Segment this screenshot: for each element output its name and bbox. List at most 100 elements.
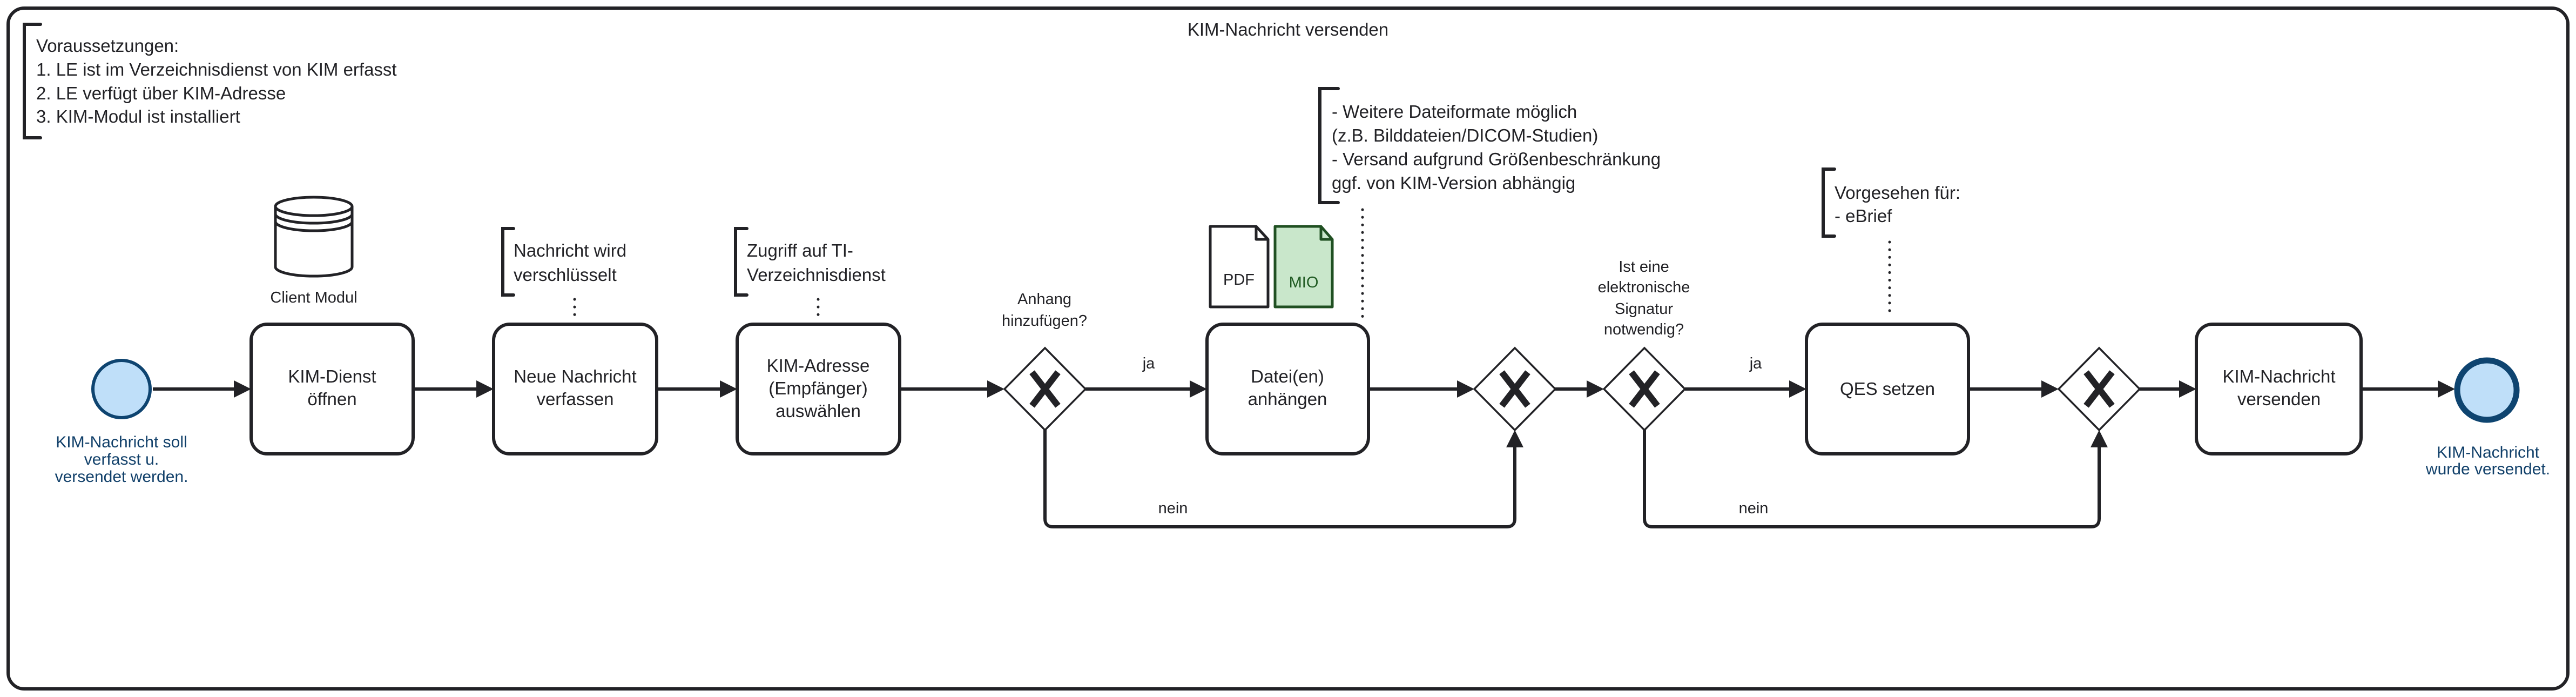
task-label: öffnen — [307, 389, 356, 409]
precondition-item: 2. LE verfügt über KIM-Adresse — [36, 83, 286, 103]
task-label: Datei(en) — [1251, 366, 1324, 386]
gateway-merge-1[interactable] — [1473, 346, 1557, 432]
arrowhead — [476, 380, 494, 398]
exclusive-x-icon — [1629, 370, 1660, 408]
annotation-text: Zugriff auf TI- — [747, 240, 853, 260]
task-label: verfassen — [536, 389, 613, 409]
document-label: MIO — [1289, 274, 1319, 291]
annotation-bracket — [734, 227, 748, 297]
task-label: versenden — [2237, 389, 2321, 409]
preconditions-heading: Voraussetzungen: — [36, 36, 179, 56]
task-label: QES setzen — [1840, 379, 1935, 399]
task-kim-adresse-auswaehlen[interactable]: KIM-Adresse (Empfänger) auswählen — [736, 323, 901, 455]
gateway-merge-2[interactable] — [2057, 346, 2141, 432]
gateway-question: elektronische — [1598, 279, 1690, 296]
task-label: auswählen — [776, 401, 861, 421]
precondition-item: 1. LE ist im Verzeichnisdienst von KIM e… — [36, 59, 397, 79]
end-event-label: wurde versendet. — [2425, 460, 2550, 478]
document-pdf[interactable]: PDF — [1209, 225, 1270, 309]
gateway-question: hinzufügen? — [1002, 312, 1087, 330]
annotation-text: Nachricht wird — [514, 240, 626, 260]
end-event-label: KIM-Nachricht — [2437, 444, 2540, 461]
task-qes-setzen[interactable]: QES setzen — [1805, 323, 1970, 455]
task-label: Neue Nachricht — [514, 366, 636, 386]
task-label: KIM-Nachricht — [2222, 366, 2335, 386]
end-event-circle — [2454, 357, 2520, 423]
task-label: anhängen — [1248, 389, 1327, 409]
task-neue-nachricht-verfassen[interactable]: Neue Nachricht verfassen — [492, 323, 658, 455]
task-label: (Empfänger) — [768, 378, 867, 398]
gateway-signatur-notwendig[interactable]: Ist eine elektronische Signatur notwendi… — [1598, 258, 1690, 432]
start-event-label: verfasst u. — [84, 451, 159, 468]
database-icon — [274, 196, 354, 278]
flow-label-g3-yes: ja — [1749, 355, 1762, 372]
pool-title: KIM-Nachricht versenden — [1188, 19, 1388, 39]
annotation-bracket — [1318, 87, 1340, 204]
exclusive-x-icon — [2083, 370, 2115, 408]
arrowhead — [1506, 430, 1523, 447]
document-label: PDF — [1223, 271, 1255, 289]
arrowhead — [2438, 380, 2455, 398]
document-icon — [1209, 225, 1270, 309]
arrowhead — [720, 380, 737, 398]
task-label: KIM-Dienst — [288, 366, 376, 386]
annotation-bracket — [501, 227, 515, 297]
annotation-verschluesselt[interactable]: Nachricht wird verschlüsselt — [501, 227, 626, 319]
task-label: KIM-Adresse — [767, 356, 870, 376]
flow-label-g1-no: nein — [1158, 500, 1188, 517]
task-box — [736, 323, 901, 455]
task-box — [1805, 323, 1970, 455]
arrowhead — [2091, 430, 2108, 447]
exclusive-x-icon — [1029, 370, 1061, 408]
arrowhead — [1587, 380, 1604, 398]
arrowhead — [987, 380, 1004, 398]
annotation-text: verschlüsselt — [514, 265, 617, 285]
arrowhead — [1789, 380, 1806, 398]
task-box — [492, 323, 658, 455]
annotation-text: ggf. von KIM-Version abhängig — [1332, 173, 1575, 193]
start-event[interactable]: KIM-Nachricht soll verfasst u. versendet… — [55, 359, 188, 486]
arrowhead — [2041, 380, 2059, 398]
data-store-label: Client Modul — [270, 289, 357, 306]
annotation-text: Vorgesehen für: — [1835, 183, 1960, 203]
flow-label-g3-no: nein — [1739, 500, 1769, 517]
annotation-bracket — [23, 23, 42, 139]
document-mio[interactable]: MIO — [1273, 225, 1334, 309]
preconditions-annotation[interactable]: Voraussetzungen: 1. LE ist im Verzeichni… — [23, 23, 397, 139]
task-dateien-anhaengen[interactable]: Datei(en) anhängen — [1205, 323, 1370, 455]
flow-g1-no-loop[interactable] — [1043, 430, 1516, 528]
task-box — [1205, 323, 1370, 455]
annotation-text: Verzeichnisdienst — [747, 265, 886, 285]
gateway-question: Anhang — [1017, 291, 1071, 308]
arrowhead — [1457, 380, 1474, 398]
annotation-vorgesehen-fuer[interactable]: Vorgesehen für: - eBrief — [1822, 167, 1960, 319]
arrowhead — [1190, 380, 1207, 398]
gateway-question: Signatur — [1615, 300, 1673, 318]
annotation-verzeichnisdienst[interactable]: Zugriff auf TI- Verzeichnisdienst — [734, 227, 886, 319]
precondition-item: 3. KIM-Modul ist installiert — [36, 106, 240, 126]
annotation-dateiformate[interactable]: - Weitere Dateiformate möglich (z.B. Bil… — [1318, 87, 1661, 319]
flow-label-g1-yes: ja — [1142, 355, 1155, 372]
annotation-text: - eBrief — [1835, 206, 1892, 226]
task-box — [2195, 323, 2363, 455]
task-kim-nachricht-versenden[interactable]: KIM-Nachricht versenden — [2195, 323, 2363, 455]
document-icon — [1273, 225, 1334, 309]
task-kim-dienst-oeffnen[interactable]: KIM-Dienst öffnen — [249, 323, 415, 455]
gateway-question: Ist eine — [1619, 258, 1669, 276]
end-event[interactable]: KIM-Nachricht wurde versendet. — [2425, 357, 2550, 478]
annotation-bracket — [1822, 167, 1836, 238]
flow-g3-no-loop[interactable] — [1643, 430, 2101, 528]
start-event-label: KIM-Nachricht soll — [56, 433, 187, 451]
data-store-client-modul[interactable]: Client Modul — [270, 196, 358, 306]
annotation-text: - Weitere Dateiformate möglich — [1332, 102, 1577, 122]
annotation-text: (z.B. Bilddateien/DICOM-Studien) — [1332, 125, 1598, 145]
exclusive-x-icon — [1499, 370, 1530, 408]
start-event-label: versendet werden. — [55, 468, 188, 486]
gateway-anhang-hinzufuegen[interactable]: Anhang hinzufügen? — [1002, 291, 1087, 432]
gateway-question: notwendig? — [1604, 321, 1684, 338]
start-event-circle — [91, 359, 152, 419]
sequence-flows — [153, 380, 2455, 528]
task-box — [249, 323, 415, 455]
arrowhead — [2179, 380, 2196, 398]
